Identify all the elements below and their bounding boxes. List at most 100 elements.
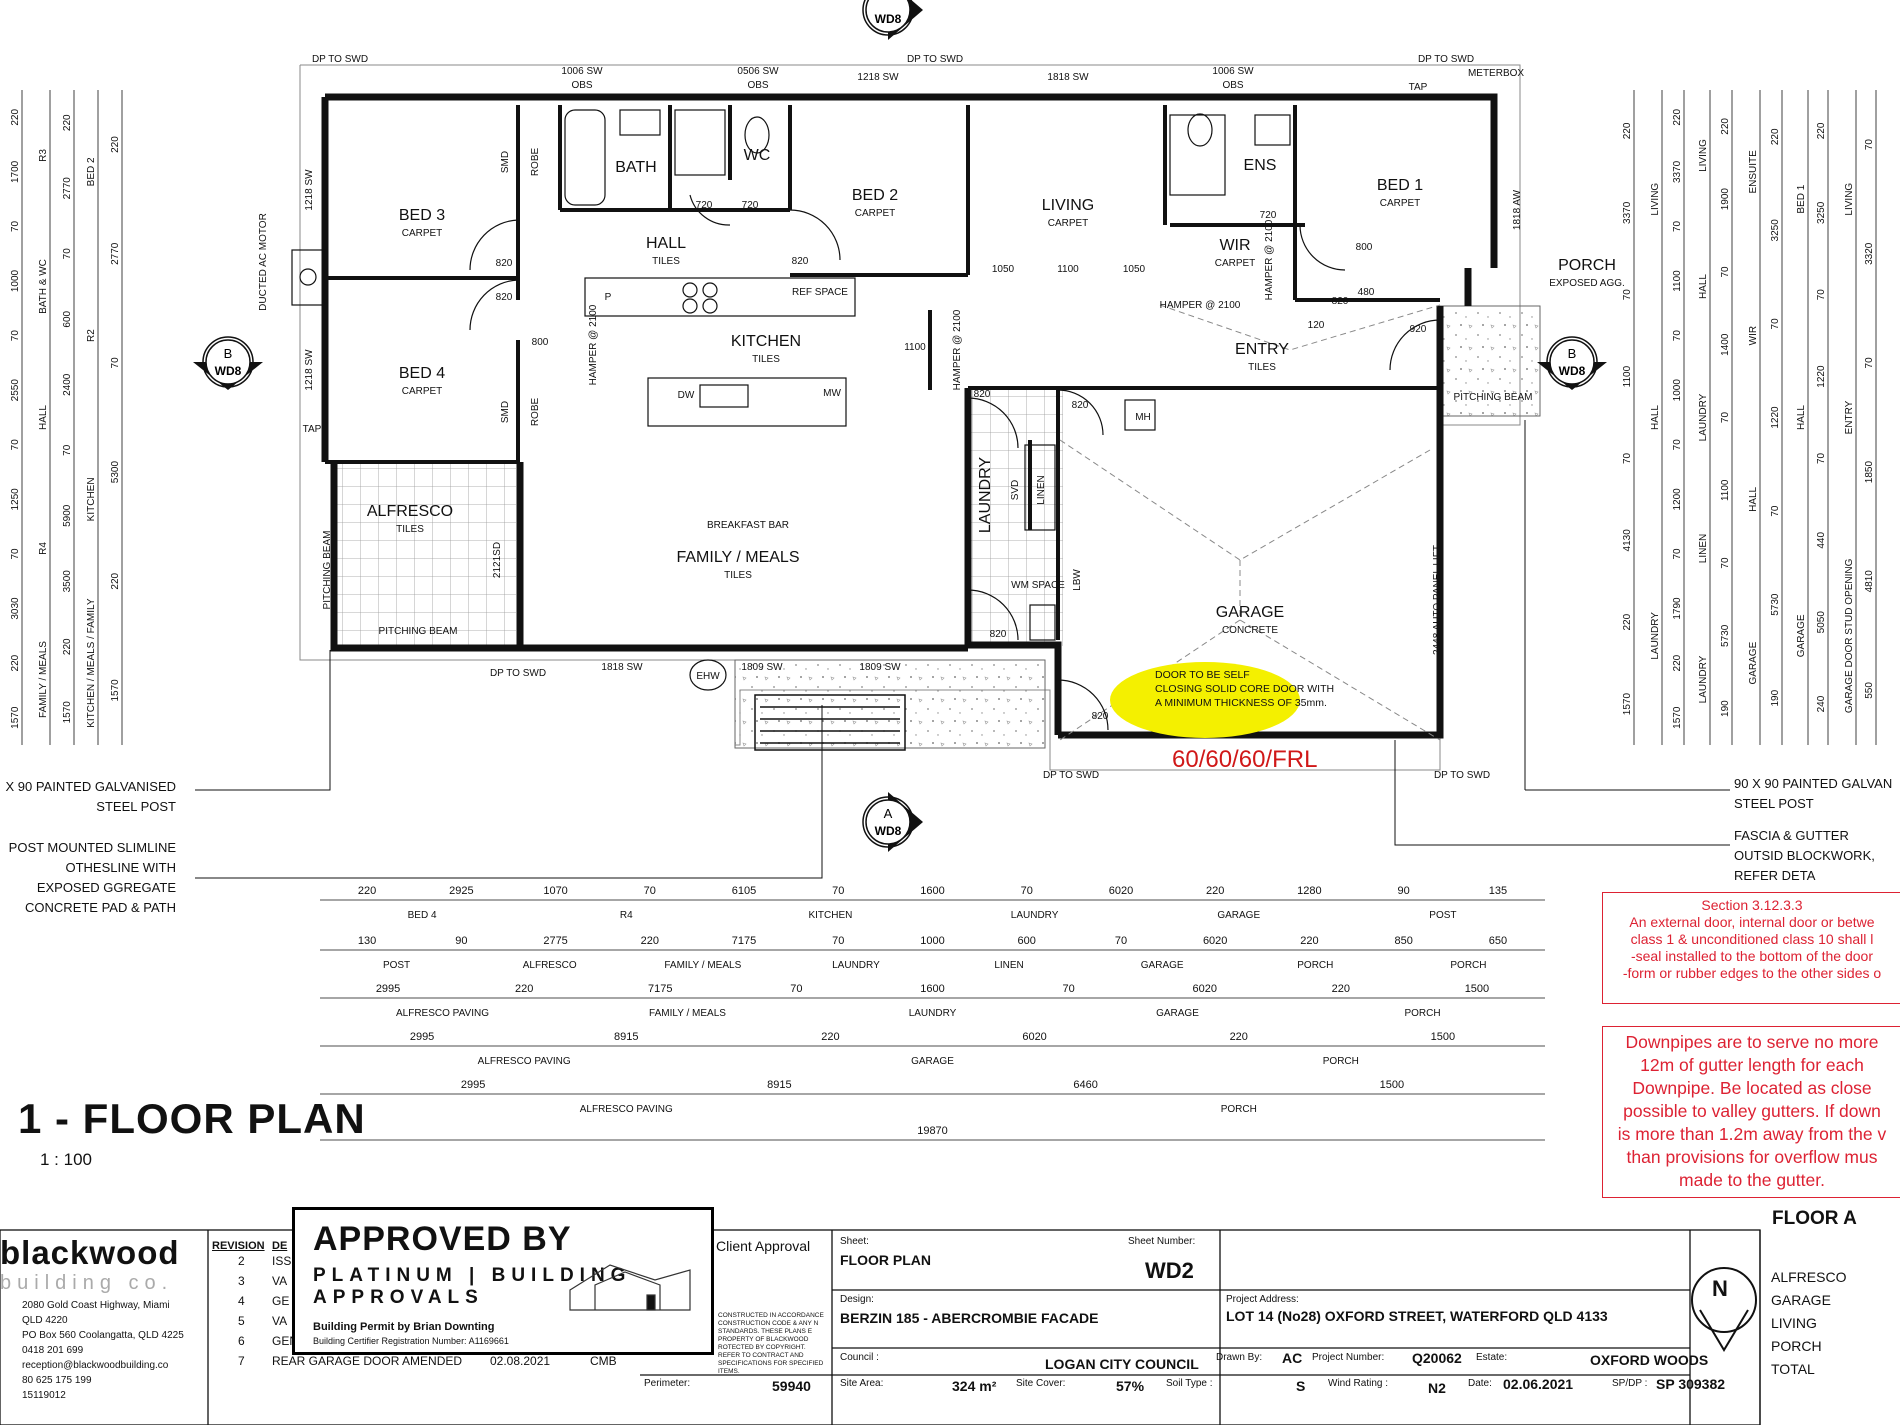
design-value: BERZIN 185 - ABERCROMBIE FACADE [840, 1310, 1099, 1326]
dimension-label: PORCH [1450, 960, 1486, 971]
dimension-value: GARAGE DOOR STUD OPENING [1844, 558, 1855, 713]
dimension-value: HALL [1748, 486, 1759, 511]
dimension-label: GARAGE [911, 1056, 954, 1067]
dimension-value: 190 [1770, 689, 1781, 706]
dim-d120: 120 [1308, 320, 1325, 331]
room-finish-bed2: CARPET [855, 208, 896, 219]
floor-area-list: ALFRESCO GARAGE LIVING PORCH TOTAL [1771, 1266, 1846, 1381]
dimension-value: LAUNDRY [1698, 655, 1709, 703]
room-name-bed1: BED 1 [1377, 177, 1423, 194]
dim-d480: 480 [1358, 287, 1375, 298]
revision-cell: 6 [238, 1334, 245, 1348]
dimension-value: 7175 [732, 935, 756, 947]
dimension-value: 70 [1864, 357, 1875, 369]
room-finish-bed1: CARPET [1380, 198, 1421, 209]
clothesline-callout: POST MOUNTED SLIMLINE OTHESLINE WITH EXP… [8, 840, 176, 915]
dimension-value: 6020 [1192, 983, 1216, 995]
description-header: DE [272, 1240, 288, 1252]
floor-area-item: LIVING [1771, 1315, 1817, 1331]
room-name-wir: WIR [1219, 237, 1250, 254]
dimension-value: HALL [1796, 405, 1807, 430]
section-letter: B [224, 346, 233, 361]
label-obs: OBS [571, 80, 592, 91]
revision-cell: VA [272, 1314, 288, 1328]
dimension-value: R4 [38, 542, 49, 555]
room-finish-family: TILES [724, 570, 752, 581]
room-name-hall: HALL [646, 235, 686, 252]
external-walls [321, 93, 1498, 739]
house-logo-icon [569, 1264, 691, 1311]
room-finish-entry: TILES [1248, 362, 1276, 373]
dimension-value: 70 [10, 220, 21, 232]
dimension-value: 70 [62, 444, 73, 456]
dimension-value: 6020 [1022, 1031, 1046, 1043]
approved-title: APPROVED BY [313, 1220, 572, 1258]
dimension-value: 2995 [410, 1031, 434, 1043]
revision-cell: 2 [238, 1254, 245, 1268]
dimension-value: 220 [1622, 613, 1633, 630]
dimension-value: 70 [1672, 220, 1683, 232]
dimension-label: LINEN [994, 960, 1023, 971]
room-finish-kitchen: TILES [752, 354, 780, 365]
client-approval: Client Approval [716, 1238, 811, 1254]
dimension-value: 70 [62, 248, 73, 260]
revision-cell: 7 [238, 1354, 245, 1368]
label-pitching: PITCHING BEAM [322, 531, 333, 610]
dimension-value: 1000 [10, 269, 21, 292]
dimension-value: 70 [1021, 885, 1033, 897]
address-line: reception@blackwoodbuilding.co [22, 1360, 169, 1371]
downpipe-note-line: is more than 1.2m away from the v [1617, 1124, 1887, 1144]
dimension-value: 850 [1394, 935, 1412, 947]
dimension-value: 3320 [1864, 242, 1875, 265]
dimension-label: ALFRESCO [523, 960, 577, 971]
floor-area-item: GARAGE [1771, 1292, 1831, 1308]
room-name-kitchen: KITCHEN [731, 333, 801, 350]
dim-d800: 800 [1356, 242, 1373, 253]
dimension-label: PORCH [1297, 960, 1333, 971]
dimension-value: 70 [1062, 983, 1074, 995]
sp-value: SP 309382 [1656, 1376, 1726, 1392]
label-wm: WM SPACE [1011, 580, 1065, 591]
downpipe-note-line: Downpipe. Be located as close [1632, 1078, 1872, 1098]
approved-certifier: Building Certifier Registration Number: … [313, 1336, 509, 1346]
dimension-value: HALL [1650, 405, 1661, 430]
dimension-value: KITCHEN [86, 477, 97, 521]
dimension-value: 220 [10, 654, 21, 671]
section-sheet: WD8 [875, 824, 902, 838]
dimension-row: 19870 [320, 1125, 1545, 1141]
label-w1818: 1818 SW [601, 662, 643, 673]
drawn-value: AC [1282, 1350, 1303, 1366]
steps [754, 694, 906, 751]
dimension-value: 70 [1622, 452, 1633, 464]
section-letter: A [884, 806, 893, 821]
dimension-value: BED 2 [86, 157, 97, 186]
dimension-value: 1570 [1672, 706, 1683, 729]
dimension-value: GARAGE [1796, 614, 1807, 657]
dimension-value: 2925 [449, 885, 473, 897]
label-w1006: 1006 SW [561, 66, 603, 77]
dimension-value: 3370 [1672, 160, 1683, 183]
dimension-value: 1500 [1431, 1031, 1455, 1043]
dimension-value: 70 [832, 935, 844, 947]
dimension-value: 3250 [1816, 201, 1827, 224]
dimension-value: 19870 [917, 1125, 948, 1137]
dimension-value: 3370 [1622, 201, 1633, 224]
section-marker-circle [865, 799, 911, 845]
date-value: 02.06.2021 [1503, 1376, 1574, 1392]
room-finish-alfresco: TILES [396, 524, 424, 535]
label-smd: SMD [500, 401, 511, 423]
dimension-value: 70 [10, 548, 21, 560]
floor-area-title: FLOOR A [1772, 1208, 1857, 1229]
room-name-laundry: LAUNDRY [977, 457, 994, 534]
dimension-value: 70 [644, 885, 656, 897]
room-name-bath: BATH [615, 159, 656, 176]
dimension-value: 220 [1720, 118, 1731, 135]
section-note-line: class 1 & unconditioned class 10 shall l [1630, 931, 1874, 947]
